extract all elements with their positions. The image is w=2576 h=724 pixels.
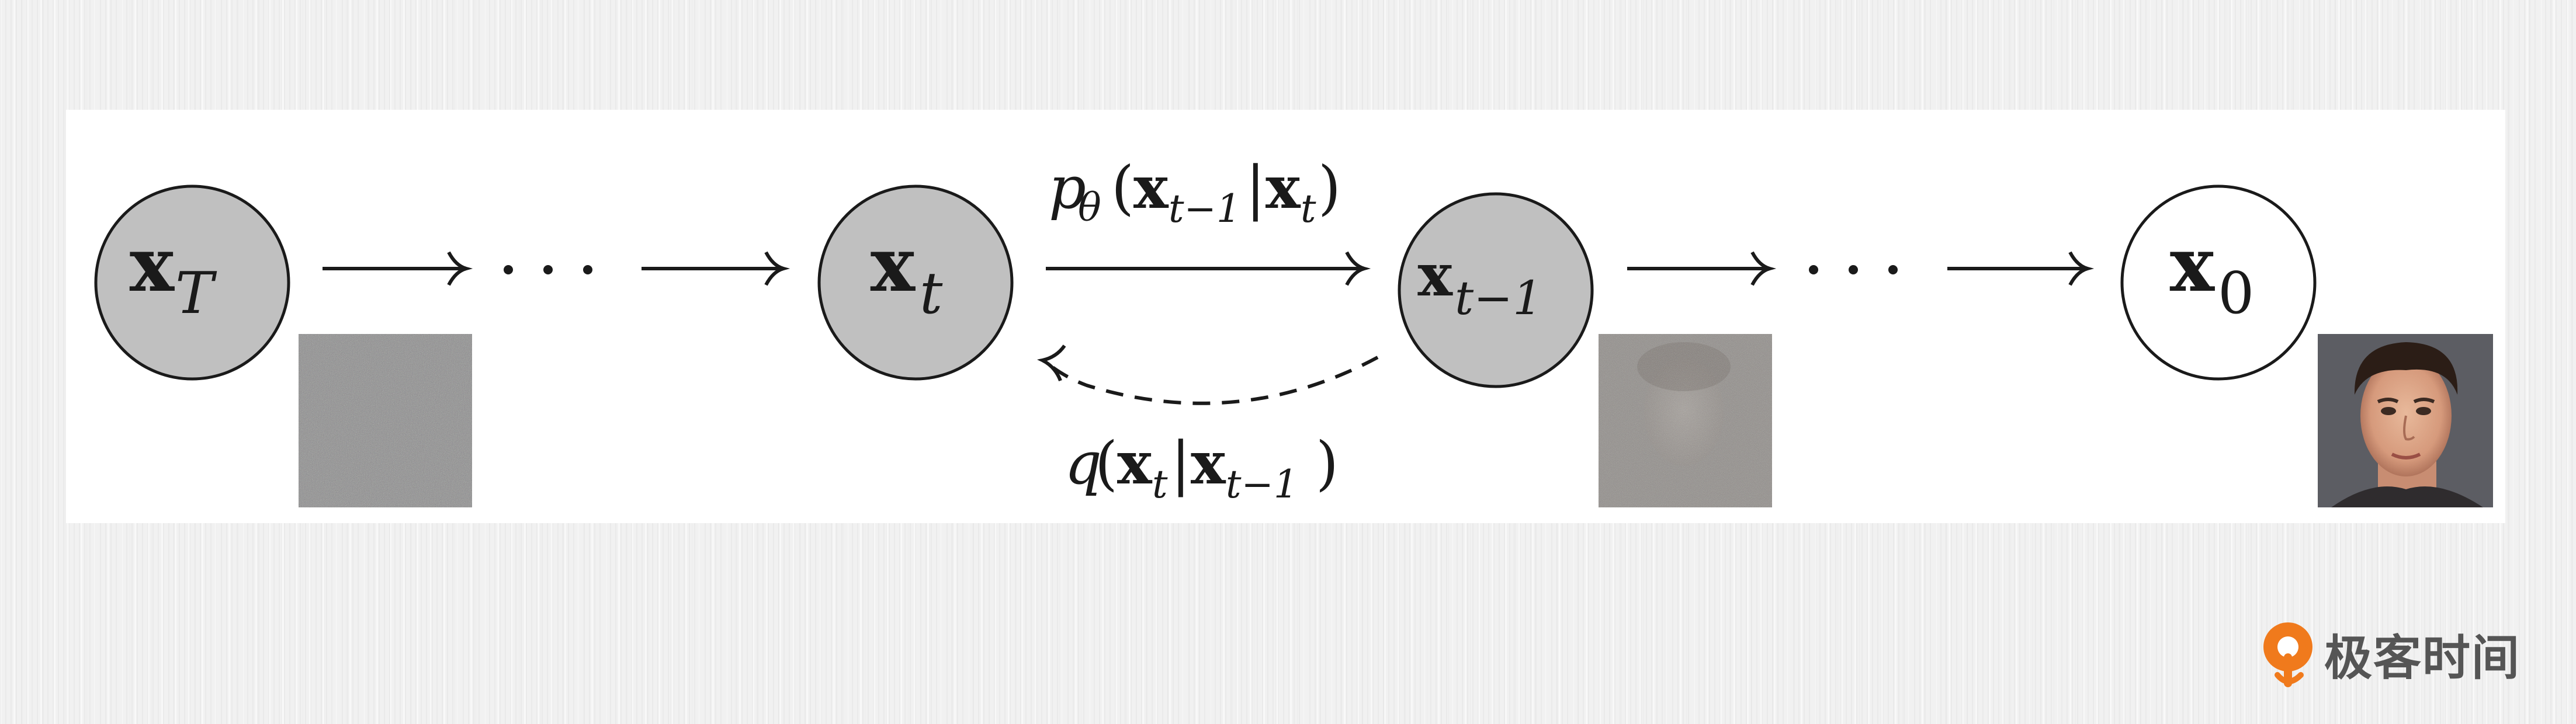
eq-q-bar: | <box>1171 429 1191 497</box>
geekbang-logo-icon <box>2263 622 2312 687</box>
eq-q-x2: x <box>1191 429 1226 497</box>
arrow-xT-to-ellipsis <box>323 251 473 286</box>
node-xT-main: x <box>130 221 175 309</box>
eq-sub1: t−1 <box>1169 186 1241 231</box>
node-xT-sub: T <box>175 260 217 327</box>
node-xT: x T <box>94 185 290 381</box>
noisy-face-image <box>1599 334 1772 507</box>
eq-q: q <box>1065 429 1102 497</box>
node-xt-sub: t <box>920 260 943 327</box>
node-xt-main: x <box>871 221 916 309</box>
pure-noise-image <box>299 334 472 507</box>
geekbang-logo: 极客时间 <box>2260 619 2520 688</box>
node-xtm1-main: x <box>1417 241 1453 309</box>
node-x0: x 0 <box>2120 185 2317 381</box>
eq-x1: x <box>1133 153 1169 222</box>
arrow-ellipsis-to-x0 <box>1947 251 2095 286</box>
node-xt-minus-1: x t−1 <box>1398 192 1594 388</box>
forward-process-label: q ( x t | x t−1 ) <box>1065 429 1339 507</box>
reverse-process-label: p θ ( x t−1 | x t ) <box>1049 153 1341 231</box>
arrow-forward-step-dashed <box>1036 344 1379 405</box>
arrow-ellipsis-to-xt <box>642 251 791 286</box>
diagram-panel <box>66 110 2505 523</box>
eq-theta: θ <box>1078 185 1101 230</box>
node-xt: x t <box>817 185 1014 381</box>
eq-q-sub2: t−1 <box>1226 462 1298 507</box>
eq-open: ( <box>1111 154 1134 222</box>
ellipsis-right <box>1809 265 1898 274</box>
node-x0-sub: 0 <box>2218 260 2254 327</box>
arrow-xtm1-to-ellipsis <box>1627 251 1777 286</box>
eq-close: ) <box>1318 154 1341 222</box>
geekbang-logo-text: 极客时间 <box>2324 630 2521 686</box>
clean-face-image <box>2318 334 2493 507</box>
eq-sub2: t <box>1301 186 1316 231</box>
eq-q-sub1: t <box>1152 462 1168 507</box>
eq-p: p <box>1049 154 1086 222</box>
arrow-reverse-step <box>1046 251 1371 286</box>
ellipsis-left <box>504 265 592 274</box>
eq-q-close: ) <box>1316 429 1339 497</box>
eq-q-open: ( <box>1095 429 1118 497</box>
node-xtm1-sub: t−1 <box>1455 271 1542 325</box>
node-x0-main: x <box>2170 221 2216 309</box>
eq-x2: x <box>1266 153 1301 222</box>
eq-bar: | <box>1246 154 1266 222</box>
eq-q-x1: x <box>1117 429 1153 497</box>
